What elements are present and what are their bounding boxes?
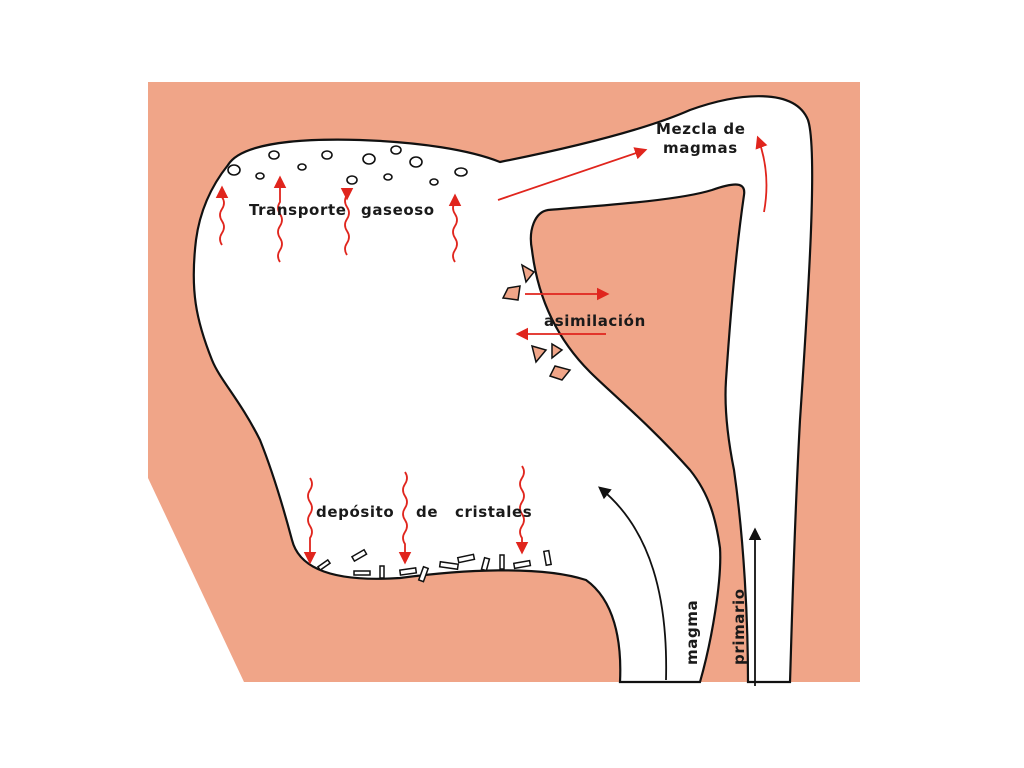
label-crystal-deposit-1: depósito — [316, 503, 394, 521]
assimilation-arrows — [515, 287, 610, 341]
gas-arrow-1 — [215, 185, 229, 246]
xenoliths — [501, 263, 572, 381]
label-mixing-line1: Mezcla de — [656, 120, 746, 138]
mixing-arrow-horizontal — [497, 147, 648, 201]
deposit-arrow-2 — [398, 471, 412, 565]
magma-chamber — [192, 95, 814, 684]
gas-arrow-3 — [340, 187, 354, 256]
gas-transport-arrows — [215, 175, 462, 263]
label-assimilation: asimilación — [544, 312, 646, 330]
mixing-arrows — [497, 135, 768, 213]
label-mixing-line2: magmas — [663, 139, 738, 157]
crystal-deposit-arrows — [303, 465, 529, 565]
label-transport: Transporte — [249, 201, 347, 219]
primary-magma-arrows — [598, 486, 762, 686]
gas-bubbles — [227, 145, 468, 186]
label-primary: primario — [730, 588, 748, 665]
mixing-arrow-vertical — [755, 135, 768, 213]
deposit-arrow-1 — [303, 477, 317, 565]
label-gaseous: gaseoso — [361, 201, 435, 219]
gas-arrow-4 — [448, 193, 462, 263]
label-crystal-deposit-3: cristales — [455, 503, 532, 521]
crystal-fragments — [316, 548, 553, 583]
gas-arrow-2 — [273, 175, 287, 263]
deposit-arrow-3 — [515, 465, 529, 555]
label-magma: magma — [683, 600, 701, 665]
magma-arrow-curved — [598, 486, 668, 681]
label-crystal-deposit-2: de — [416, 503, 438, 521]
